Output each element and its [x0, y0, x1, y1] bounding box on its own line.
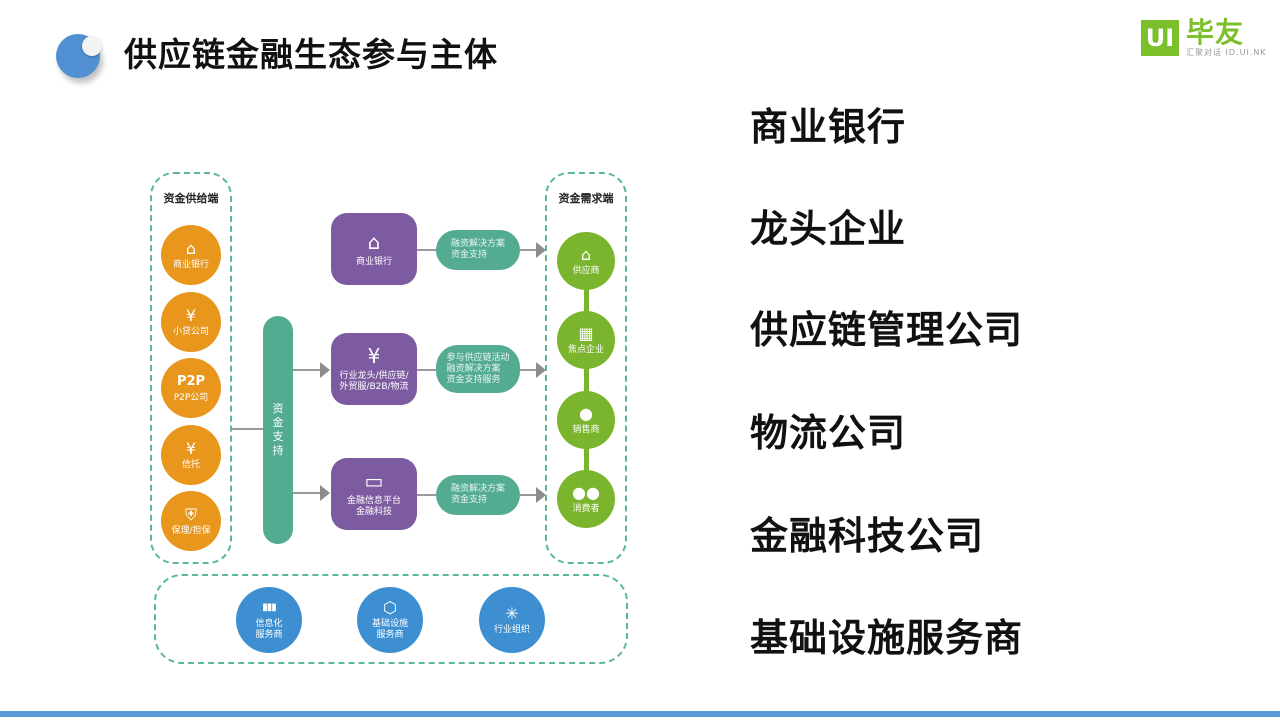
- demand-item-label: 销售商: [572, 424, 600, 435]
- store-icon: ⌂: [580, 244, 592, 264]
- connector-line: [520, 249, 538, 251]
- middle-node-core-enterprise: ¥ 行业龙头/供应链/外贸服/B2B/物流: [331, 333, 417, 405]
- service-pill: 融资解决方案资金支持: [436, 230, 520, 270]
- participant-item: 基础设施服务商: [750, 616, 1024, 660]
- supply-side-box: [150, 172, 232, 564]
- connector-line: [232, 428, 264, 430]
- label-line: 服务商: [255, 630, 283, 640]
- supply-item-p2p: P2P P2P公司: [161, 358, 221, 418]
- participant-item: 物流公司: [750, 411, 907, 455]
- demand-item-label: 焦点企业: [567, 344, 604, 355]
- service-pill: 融资解决方案资金支持: [436, 475, 520, 515]
- supply-item-trust: ¥ 信托: [161, 425, 221, 485]
- pill-line: 融资解决方案: [446, 363, 501, 374]
- service-pill: 参与供应链活动融资解决方案资金支持服务: [436, 345, 520, 393]
- p2p-icon: P2P: [176, 373, 206, 389]
- supply-item-factoring: ⛨ 保理/担保: [161, 491, 221, 551]
- shield-icon: ⛨: [184, 504, 197, 524]
- monitor-yuan-icon: ▭: [364, 469, 384, 493]
- funding-support-label: 资金支持: [272, 402, 284, 457]
- label-line: 外贸服/B2B/物流: [339, 382, 409, 392]
- supply-item-bank: ⌂ 商业银行: [161, 225, 221, 285]
- connector-line: [417, 494, 437, 496]
- label-line: 金融科技: [355, 507, 392, 517]
- infra-item-industry-org: ✳ 行业组织: [479, 587, 545, 653]
- infra-item-label: 信息化服务商: [255, 619, 282, 641]
- participant-item: 商业银行: [750, 105, 907, 149]
- connector-line: [520, 494, 538, 496]
- connector-line: [417, 369, 437, 371]
- connector-line: [293, 492, 321, 494]
- middle-node-label: 商业银行: [355, 256, 392, 267]
- supply-item-label: 信托: [181, 459, 200, 470]
- demand-item-label: 供应商: [572, 265, 600, 276]
- pill-line: 资金支持服务: [446, 374, 501, 385]
- yuan-house-icon: ¥: [185, 305, 197, 325]
- demand-item-consumer: ●● 消费者: [557, 470, 615, 528]
- cubes-icon: ⬡: [383, 598, 397, 617]
- middle-node-bank: ⌂ 商业银行: [331, 213, 417, 285]
- yuan-hand-icon: ¥: [367, 344, 381, 368]
- connector-line: [293, 369, 321, 371]
- middle-node-label: 行业龙头/供应链/外贸服/B2B/物流: [339, 371, 408, 393]
- supply-item-label: 商业银行: [172, 259, 209, 270]
- infra-item-label: 基础设施服务商: [372, 619, 408, 641]
- pill-line: 资金支持: [450, 495, 487, 505]
- supply-side-label: 资金供给端: [163, 192, 219, 205]
- footer-accent-bar: [0, 711, 1280, 717]
- demand-chain-link: [584, 270, 589, 500]
- people-icon: ●●: [572, 482, 600, 502]
- arrow-right-icon: [536, 487, 546, 503]
- demand-side-label: 资金需求端: [558, 192, 614, 205]
- title-bullet-highlight: [82, 36, 102, 56]
- participant-item: 金融科技公司: [750, 514, 985, 558]
- participant-item: 供应链管理公司: [750, 308, 1024, 352]
- demand-item-core-enterprise: ▦ 焦点企业: [557, 311, 615, 369]
- connector-line: [520, 369, 538, 371]
- network-icon: ✳: [505, 603, 519, 623]
- supply-item-label: P2P公司: [173, 392, 209, 403]
- demand-item-distributor: ● 销售商: [557, 391, 615, 449]
- arrow-right-icon: [320, 485, 330, 501]
- page-title: 供应链金融生态参与主体: [124, 35, 498, 74]
- demand-side-box: [545, 172, 627, 564]
- infra-item-it-services: ▮▮▮ 信息化服务商: [236, 587, 302, 653]
- arrow-right-icon: [536, 242, 546, 258]
- supply-item-label: 小贷公司: [172, 326, 209, 337]
- label-line: 信息化: [255, 619, 283, 629]
- trust-hand-icon: ¥: [185, 438, 197, 458]
- connector-line: [417, 249, 437, 251]
- pill-line: 融资解决方案: [450, 484, 505, 494]
- demand-item-supplier: ⌂ 供应商: [557, 232, 615, 290]
- pill-line: 参与供应链活动: [446, 352, 510, 363]
- person-icon: ●: [579, 403, 593, 423]
- bank-icon: ⌂: [367, 229, 381, 254]
- funding-support-bar: 资金支持: [263, 316, 293, 544]
- arrow-right-icon: [536, 362, 546, 378]
- label-line: 服务商: [376, 630, 404, 640]
- supply-item-label: 保理/担保: [171, 525, 211, 536]
- label-line: 金融信息平台: [346, 496, 401, 506]
- infra-item-label: 行业组织: [494, 625, 530, 636]
- logo-mark: UI: [1141, 20, 1179, 56]
- bank-icon: ⌂: [185, 238, 197, 258]
- label-line: 行业组织: [493, 624, 530, 635]
- pill-line: 融资解决方案: [450, 239, 505, 249]
- building-icon: ▦: [578, 323, 594, 343]
- logo-name: 毕友: [1186, 16, 1245, 49]
- middle-node-label: 金融信息平台金融科技: [347, 496, 401, 518]
- arrow-right-icon: [320, 362, 330, 378]
- infra-item-infrastructure: ⬡ 基础设施服务商: [357, 587, 423, 653]
- supply-item-microloan: ¥ 小贷公司: [161, 292, 221, 352]
- demand-item-label: 消费者: [572, 503, 600, 514]
- participant-item: 龙头企业: [750, 207, 907, 251]
- bar-chart-icon: ▮▮▮: [262, 602, 276, 613]
- label-line: 基础设施: [371, 619, 408, 629]
- infrastructure-box: [154, 574, 628, 664]
- middle-node-fintech: ▭ 金融信息平台金融科技: [331, 458, 417, 530]
- pill-line: 资金支持: [450, 250, 487, 260]
- logo-subtitle: 汇聚对话 ID.UI.NK: [1186, 48, 1267, 57]
- label-line: 行业龙头/供应链/: [339, 371, 409, 381]
